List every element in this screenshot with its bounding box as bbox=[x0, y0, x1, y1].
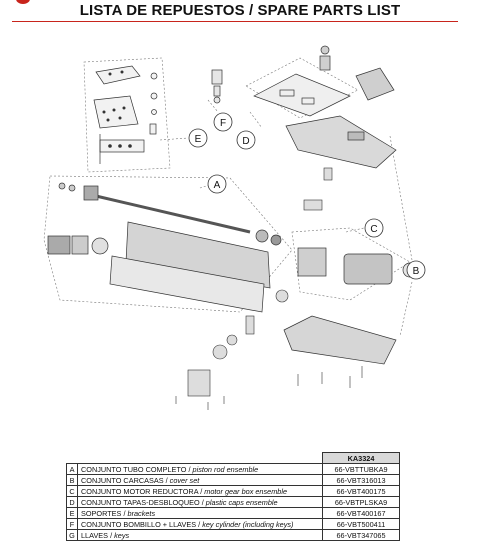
table-row: C CONJUNTO MOTOR REDUCTORA / motor gear … bbox=[66, 485, 400, 497]
row-code: 66-VBTTUBKA9 bbox=[322, 463, 400, 475]
motor bbox=[343, 253, 393, 285]
bracket-plate bbox=[95, 65, 141, 85]
screw-rod bbox=[95, 194, 251, 234]
row-desc-es: CONJUNTO TAPAS-DESBLOQUEO bbox=[81, 497, 200, 507]
row-desc-es: CONJUNTO MOTOR REDUCTORA bbox=[81, 486, 199, 496]
row-letter: E bbox=[66, 507, 78, 519]
inner-tube bbox=[109, 255, 265, 313]
row-desc-es: CONJUNTO TUBO COMPLETO bbox=[81, 464, 187, 474]
callout-d bbox=[236, 130, 256, 150]
plastic-cap bbox=[253, 73, 351, 117]
outer-tube bbox=[125, 221, 271, 289]
row-desc-en: keys bbox=[114, 530, 130, 540]
table-row: G LLAVES / keys 66-VBT347065 bbox=[66, 529, 400, 541]
row-desc-es: LLAVES bbox=[81, 530, 109, 540]
table-row: D CONJUNTO TAPAS-DESBLOQUEO / plastic ca… bbox=[66, 496, 400, 508]
callout-a-label: A bbox=[214, 180, 221, 191]
bracket-angle bbox=[99, 139, 145, 153]
title-divider bbox=[12, 21, 458, 22]
row-desc-es: SOPORTES bbox=[81, 508, 122, 518]
callout-e bbox=[188, 128, 208, 148]
brand-mark bbox=[16, 0, 30, 4]
lower-housing bbox=[283, 315, 397, 365]
front-mount bbox=[47, 235, 71, 255]
group-a-outline bbox=[43, 175, 293, 313]
row-letter: A bbox=[66, 463, 78, 475]
callout-f bbox=[213, 112, 233, 132]
model-header: KA3324 bbox=[322, 452, 400, 464]
callout-c bbox=[364, 218, 384, 238]
callout-c-label: C bbox=[370, 224, 377, 235]
row-code: 66-VBT400167 bbox=[322, 507, 400, 519]
row-desc-es: CONJUNTO CARCASAS bbox=[81, 475, 164, 485]
callout-f-label: F bbox=[220, 118, 226, 129]
row-letter: B bbox=[66, 474, 78, 486]
row-desc-en: cover set bbox=[169, 475, 200, 485]
row-letter: C bbox=[66, 485, 78, 497]
row-desc-en: motor gear box ensemble bbox=[204, 486, 288, 496]
callout-e-label: E bbox=[195, 134, 202, 145]
callout-b-label: B bbox=[413, 266, 420, 277]
row-letter: G bbox=[66, 529, 78, 541]
table-header-row: KA3324 bbox=[67, 452, 400, 464]
row-code: 66-VBTPLSKA9 bbox=[322, 496, 400, 508]
table-row: F CONJUNTO BOMBILLO + LLAVES / key cylin… bbox=[66, 518, 400, 530]
group-e-outline bbox=[83, 57, 171, 173]
row-letter: D bbox=[66, 496, 78, 508]
table-row: A CONJUNTO TUBO COMPLETO / piston rod en… bbox=[66, 463, 400, 475]
callout-a bbox=[207, 174, 227, 194]
row-code: 66-VBT400175 bbox=[322, 485, 400, 497]
row-code: 66-VBT347065 bbox=[322, 529, 400, 541]
row-desc-en: piston rod ensemble bbox=[192, 464, 259, 474]
table-row: B CONJUNTO CARCASAS / cover set 66-VBT31… bbox=[66, 474, 400, 486]
spare-parts-table: KA3324 A CONJUNTO TUBO COMPLETO / piston… bbox=[66, 452, 400, 541]
table-row: E SOPORTES / brackets 66-VBT400167 bbox=[66, 507, 400, 519]
rear-bracket bbox=[187, 369, 211, 397]
row-letter: F bbox=[66, 518, 78, 530]
row-desc-es: CONJUNTO BOMBILLO + LLAVES bbox=[81, 519, 197, 529]
row-code: 66-VBT500411 bbox=[322, 518, 400, 530]
exploded-parts-diagram: A B C D E F bbox=[43, 45, 426, 410]
page-title: LISTA DE REPUESTOS / SPARE PARTS LIST bbox=[79, 2, 401, 19]
row-desc-en: brackets bbox=[127, 508, 156, 518]
end-cap bbox=[355, 67, 395, 101]
row-desc-en: key cylinder (including keys) bbox=[202, 519, 294, 529]
group-d-outline bbox=[245, 57, 359, 119]
group-c-outline bbox=[291, 227, 411, 301]
upper-housing bbox=[285, 115, 397, 169]
row-desc-en: plastic caps ensemble bbox=[205, 497, 278, 507]
callout-d-label: D bbox=[242, 136, 249, 147]
gear-box bbox=[297, 247, 327, 277]
callout-b bbox=[406, 260, 426, 280]
bracket-plate-lower bbox=[93, 95, 139, 129]
key-cylinder bbox=[211, 69, 223, 85]
row-code: 66-VBT316013 bbox=[322, 474, 400, 486]
